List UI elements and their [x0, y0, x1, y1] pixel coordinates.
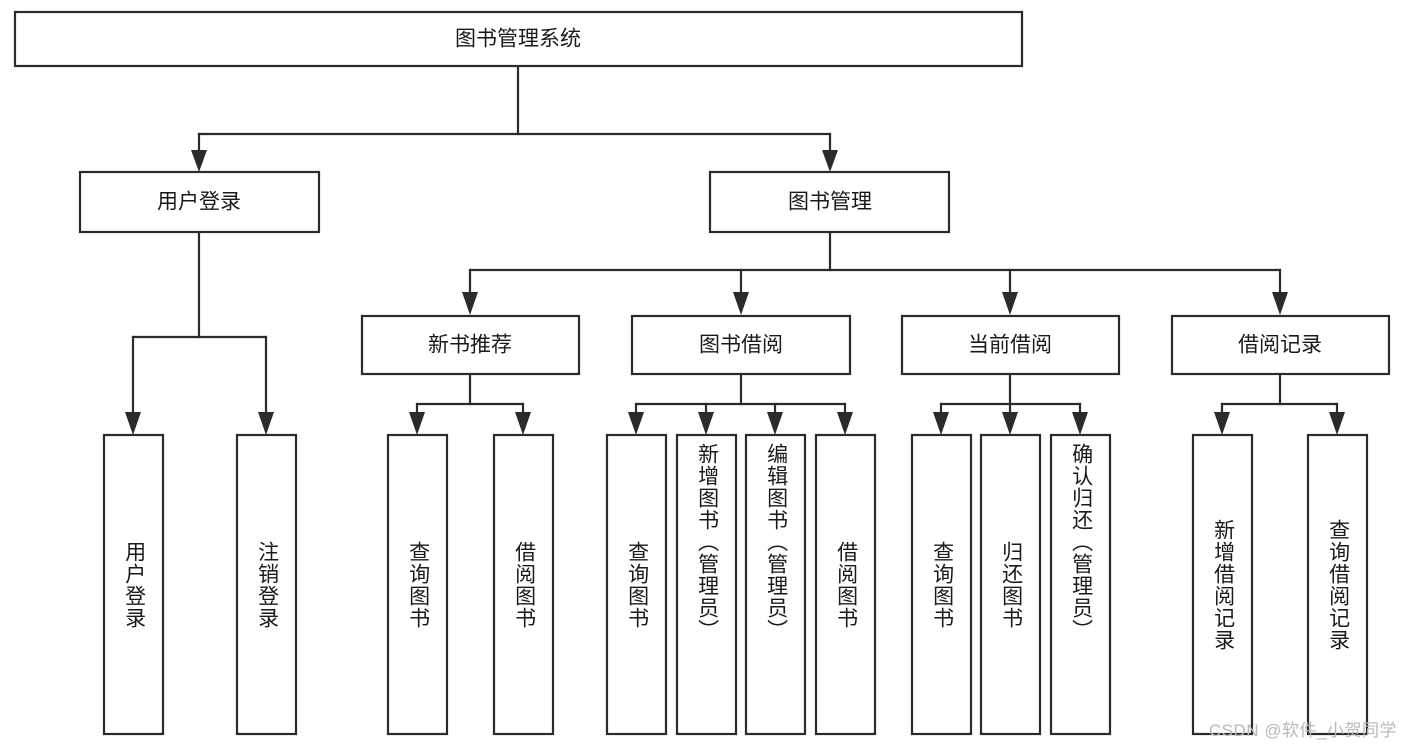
node-borrow-records-label: 借阅记录	[1238, 334, 1322, 357]
leaf-query-book-3-label: 查询图书	[930, 540, 954, 629]
node-root[interactable]: 图书管理系统	[13, 10, 1024, 68]
leaf-logout[interactable]: 注销登录	[237, 435, 296, 734]
leaf-box-add-book	[675, 433, 738, 736]
node-book-borrow[interactable]: 图书借阅	[630, 314, 852, 376]
leaf-query-book-2-label: 查询图书	[625, 540, 649, 629]
leaf-query-book-2[interactable]: 查询图书	[607, 435, 666, 734]
leaf-add-book[interactable]: 新增图书（管理员）	[677, 435, 736, 734]
connector-records-to-leaves	[1214, 372, 1345, 435]
leaf-borrow-book-2[interactable]: 借阅图书	[816, 435, 875, 734]
leaf-query-book-1-label: 查询图书	[406, 540, 430, 629]
leaf-edit-book[interactable]: 编辑图书（管理员）	[746, 435, 805, 734]
connector-current-to-leaves	[933, 372, 1088, 435]
connector-newbook-to-leaves	[409, 372, 531, 435]
leaf-boxes	[102, 433, 1369, 736]
leaf-box-logout	[235, 433, 298, 736]
node-book-borrow-label: 图书借阅	[699, 334, 783, 357]
leaf-borrow-book-1[interactable]: 借阅图书	[494, 435, 553, 734]
leaf-box-query-record	[1306, 433, 1369, 736]
leaf-borrow-book-2-label: 借阅图书	[834, 540, 858, 629]
leaf-return-book[interactable]: 归还图书	[981, 435, 1040, 734]
connector-borrow-to-leaves	[628, 372, 853, 435]
leaf-box-borrow-book-1	[492, 433, 555, 736]
node-book-management[interactable]: 图书管理	[708, 170, 951, 234]
leaf-add-record-label: 新增借阅记录	[1211, 518, 1235, 651]
leaf-query-book-3[interactable]: 查询图书	[912, 435, 971, 734]
leaf-query-record-label: 查询借阅记录	[1326, 518, 1350, 651]
leaf-box-user-login	[102, 433, 165, 736]
node-new-book-recommend[interactable]: 新书推荐	[360, 314, 581, 376]
leaf-box-confirm-return	[1049, 433, 1112, 736]
leaf-edit-book-label: 编辑图书（管理员）	[764, 443, 788, 641]
leaf-add-book-label: 新增图书（管理员）	[695, 443, 719, 641]
leaf-borrow-book-1-label: 借阅图书	[512, 540, 536, 629]
node-book-management-label: 图书管理	[788, 191, 872, 214]
leaf-confirm-return-label: 确认归还（管理员）	[1069, 443, 1093, 641]
node-new-book-recommend-label: 新书推荐	[428, 334, 512, 357]
leaf-box-edit-book	[744, 433, 807, 736]
leaf-user-login[interactable]: 用户登录	[104, 435, 163, 734]
leaf-box-return-book	[979, 433, 1042, 736]
node-borrow-records[interactable]: 借阅记录	[1170, 314, 1391, 376]
leaf-return-book-label: 归还图书	[999, 540, 1023, 629]
leaf-query-book-1[interactable]: 查询图书	[388, 435, 447, 734]
connector-userlogin-to-leaves	[125, 230, 274, 435]
node-current-borrow[interactable]: 当前借阅	[900, 314, 1121, 376]
leaf-logout-label: 注销登录	[255, 540, 279, 629]
leaf-box-add-record	[1191, 433, 1254, 736]
leaf-add-record[interactable]: 新增借阅记录	[1193, 435, 1252, 734]
node-user-login-label: 用户登录	[157, 191, 241, 214]
leaf-query-record[interactable]: 查询借阅记录	[1308, 435, 1367, 734]
watermark: CSDN @软件_小贺同学	[1208, 721, 1397, 740]
leaf-box-query-book-3	[910, 433, 973, 736]
leaf-box-borrow-book-2	[814, 433, 877, 736]
connector-bookmgmt-to-level3	[462, 230, 1288, 315]
leaf-user-login-label: 用户登录	[122, 540, 146, 629]
node-root-label: 图书管理系统	[455, 28, 581, 51]
leaf-box-query-book-1	[386, 433, 449, 736]
leaf-box-query-book-2	[605, 433, 668, 736]
node-user-login[interactable]: 用户登录	[78, 170, 321, 234]
leaf-confirm-return[interactable]: 确认归还（管理员）	[1051, 435, 1110, 734]
node-current-borrow-label: 当前借阅	[968, 334, 1052, 357]
connector-root-to-level2	[191, 64, 838, 172]
